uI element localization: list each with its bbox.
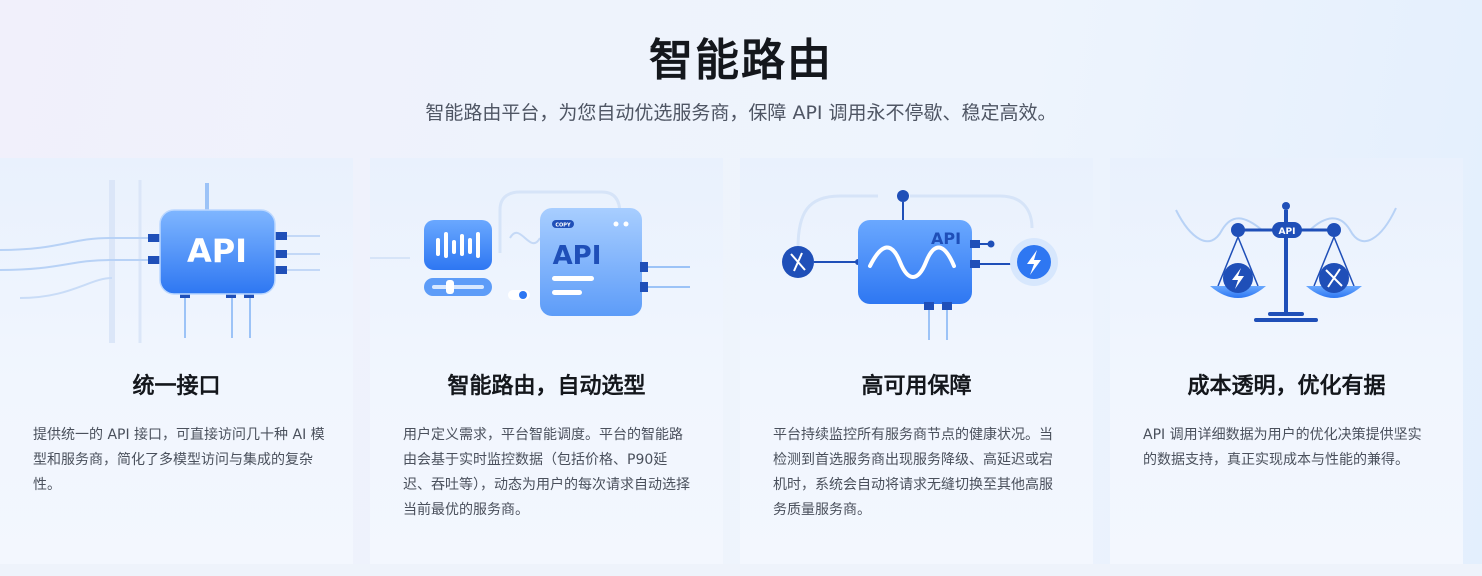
page-title: 智能路由: [649, 35, 833, 86]
api-chip-icon: API: [0, 180, 320, 343]
card-title: 高可用保障: [861, 374, 972, 399]
api-chip-label: API: [931, 229, 961, 248]
card-title: 智能路由，自动选型: [447, 374, 646, 399]
api-chip-label: API: [187, 232, 247, 270]
copy-badge: COPY: [555, 223, 571, 229]
bottom-divider: [0, 564, 1482, 576]
feature-card-cost-transparency: API 成本透明，优化有据 API 调用详细数据为用户的优化决策提供坚实的数据支…: [1110, 158, 1463, 564]
feature-card-unified-api: API 统一接口 提供统一的 API 接口，可直接访问几十种 AI 模型和服务商…: [0, 158, 353, 564]
card-title: 成本透明，优化有据: [1187, 374, 1386, 399]
balance-scale-icon: API: [1175, 202, 1397, 322]
page-subtitle: 智能路由平台，为您自动优选服务商，保障 API 调用永不停歇、稳定高效。: [425, 102, 1057, 124]
router-panel-icon: COPY API: [370, 190, 690, 316]
feature-cards: API 统一接口 提供统一的 API 接口，可直接访问几十种 AI 模型和服务商…: [0, 158, 1482, 564]
waveform-chip-icon: API: [782, 190, 1058, 340]
hero-header: 智能路由 智能路由平台，为您自动优选服务商，保障 API 调用永不停歇、稳定高效…: [0, 0, 1482, 160]
card-description: API 调用详细数据为用户的优化决策提供坚实的数据支持，真正实现成本与性能的兼得…: [1143, 427, 1422, 468]
card-description: 平台持续监控所有服务商节点的健康状况。当检测到首选服务商出现服务降级、高延迟或宕…: [773, 427, 1053, 518]
api-tag-label: API: [1279, 227, 1296, 237]
api-panel-label: API: [553, 241, 602, 271]
card-description: 用户定义需求，平台智能调度。平台的智能路由会基于实时监控数据（包括价格、P90延…: [403, 427, 690, 518]
feature-card-smart-routing: COPY API 智能路由，自动选型 用户定义需求，平台智能调度。平台的智能路由…: [370, 158, 723, 564]
card-title: 统一接口: [132, 374, 221, 399]
feature-card-high-availability: API 高可用保障 平台持续监控所有服务商节点的健康状况。当检测到首选服务商出现…: [740, 158, 1093, 564]
card-description: 提供统一的 API 接口，可直接访问几十种 AI 模型和服务商，简化了多模型访问…: [33, 427, 325, 493]
